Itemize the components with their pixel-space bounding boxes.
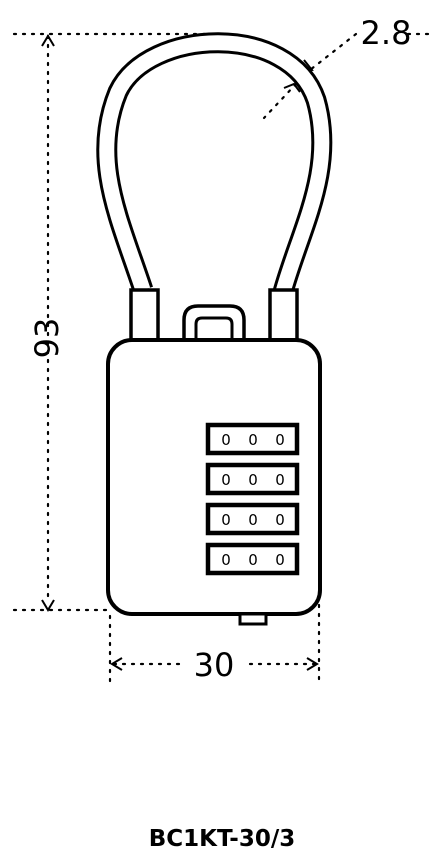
dial-digit: 0 [248,511,258,529]
dial-digit: 0 [248,471,258,489]
dial-row: 0 0 0 [205,502,300,536]
dial-digit: 0 [275,431,285,449]
top-latch-inner [194,316,234,346]
dial-digit: 0 [248,551,258,569]
width-arrow-right [306,657,319,671]
dial-digit: 0 [248,431,258,449]
dial-digit: 0 [275,511,285,529]
thickness-arrow-inner [283,82,301,93]
dial-digit: 0 [275,551,285,569]
dial-digit: 0 [221,471,231,489]
dial-frame [205,542,300,576]
dial-frame [205,462,300,496]
height-arrow-top [41,34,55,47]
thickness-leader-outer [308,32,358,72]
width-dimension-label: 30 [194,646,235,684]
dial-digit: 0 [221,551,231,569]
combination-dials: 0 0 0 0 0 0 0 0 0 0 0 0 [205,422,300,576]
top-latch [182,304,246,346]
model-caption: BC1KT-30/3 [149,826,296,852]
release-button [238,612,268,626]
thickness-leader-inner [262,82,298,120]
dial-row: 0 0 0 [205,542,300,576]
shackle-thickness-label: 2.8 [361,14,412,52]
width-arrow-left [110,657,123,671]
dial-frame [205,422,300,456]
height-dimension-label: 93 [28,318,66,359]
height-arrow-bottom [41,599,55,612]
dial-digit: 0 [275,471,285,489]
dial-frame [205,502,300,536]
cable-shackle [96,32,333,295]
right-collar [268,288,299,348]
dial-digit: 0 [221,511,231,529]
dial-row: 0 0 0 [205,462,300,496]
dial-digit: 0 [221,431,231,449]
dial-row: 0 0 0 [205,422,300,456]
left-collar [129,288,160,348]
